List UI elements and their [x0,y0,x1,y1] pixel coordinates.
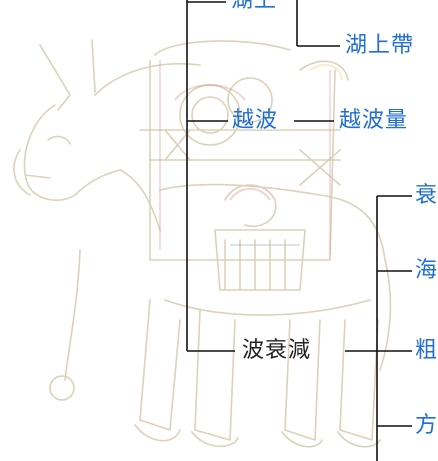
node-middle-child: 越波量 [339,108,409,133]
node-bottom: 波衰減 [242,338,312,363]
node-top: 湖上 [231,0,278,13]
node-right-4: 方 [415,413,438,438]
node-right-2: 海 [415,258,438,283]
node-middle: 越波 [232,108,279,133]
node-top-child: 湖上帶 [345,33,415,58]
node-right-1: 衰 [415,183,438,208]
node-right-3: 粗 [415,338,438,363]
